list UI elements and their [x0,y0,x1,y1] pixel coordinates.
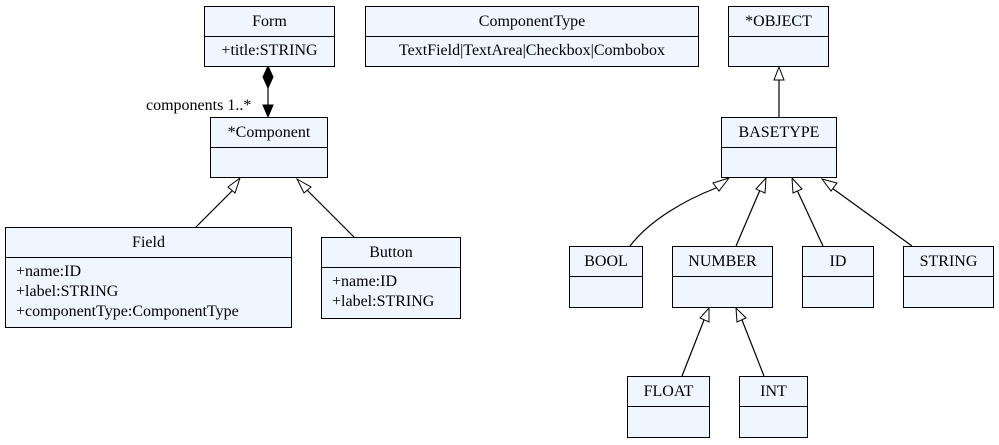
class-form: Form +title:STRING [204,6,335,67]
class-field-attr: +componentType:ComponentType [16,303,239,320]
class-float: FLOAT [627,376,710,438]
composition-form-component [262,64,274,119]
composition-label: components 1..* [146,97,252,114]
class-button-name: Button [322,238,460,268]
class-button: Button +name:ID +label:STRING [321,237,461,319]
class-form-attr: +title:STRING [221,42,318,59]
class-form-name: Form [205,7,334,37]
class-id-name: ID [803,247,873,277]
class-component-type: ComponentType TextField|TextArea|Checkbo… [365,6,699,67]
generalization-int-number [735,306,765,377]
generalization-bool-basetype [629,177,731,247]
class-number: NUMBER [672,246,773,308]
class-basetype: BASETYPE [721,117,837,178]
class-field-attr: +name:ID [16,263,81,280]
class-component-type-attr: TextField|TextArea|Checkbox|Combobox [399,42,665,59]
generalization-id-basetype [791,176,824,247]
class-object-name: *OBJECT [729,7,828,37]
generalization-string-basetype [820,178,913,247]
class-field: Field +name:ID +label:STRING +componentT… [5,227,292,328]
class-float-name: FLOAT [628,377,709,407]
class-string: STRING [903,246,994,308]
class-bool: BOOL [569,246,643,308]
class-field-name: Field [6,228,291,258]
generalization-float-number [681,306,710,377]
class-field-attr: +label:STRING [16,283,119,300]
class-component: *Component [210,117,328,178]
class-bool-name: BOOL [570,247,642,277]
class-string-name: STRING [904,247,993,277]
class-id: ID [802,246,874,308]
class-number-name: NUMBER [673,247,772,277]
generalization-field-component [195,176,241,228]
class-button-attr: +name:ID [332,273,397,290]
class-component-name: *Component [211,118,327,148]
class-int-name: INT [740,377,807,407]
class-component-type-name: ComponentType [366,7,698,37]
class-button-attr: +label:STRING [332,293,435,310]
class-object: *OBJECT [728,6,829,67]
generalization-basetype-object [773,65,785,117]
generalization-button-component [295,177,355,238]
class-int: INT [739,376,808,438]
class-basetype-name: BASETYPE [722,118,836,148]
generalization-number-basetype [735,176,767,247]
